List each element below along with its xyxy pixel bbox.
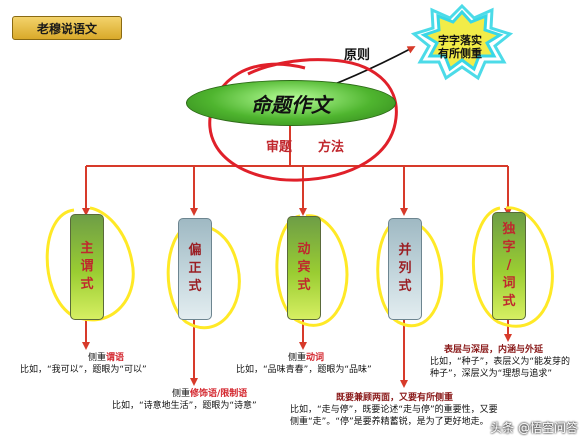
yellow-loop-4 (376, 218, 444, 328)
branch-char: 式 (80, 277, 94, 292)
branch-char: 式 (502, 294, 516, 309)
note2-prefix: 侧重 (172, 389, 191, 399)
branch-bar-duzi: 独字 / 词式 (492, 212, 526, 320)
central-topic: 命题作文 (186, 80, 396, 126)
note5-line1: 表层与深层，内涵与外延 (444, 345, 544, 355)
branch-char: 词 (502, 276, 516, 291)
branch-char: 独 (502, 222, 516, 237)
principle-star-text: 字字落实 有所侧重 (428, 34, 492, 60)
note3-prefix: 侧重 (288, 353, 307, 363)
yellow-loop-3 (275, 214, 349, 327)
branch-char: 式 (297, 278, 311, 293)
star-line-1: 字字落实 (438, 34, 482, 47)
note-binglie: 既要兼顾两面，又要有所侧重 比如，“走与停”，既要论述“走与停”的重要性，又要 … (290, 392, 498, 428)
note1-example: 比如，“我可以”，题眼为“可以” (20, 365, 147, 375)
branch-char: 主 (80, 241, 94, 256)
note-duzi: 表层与深层，内涵与外延 比如，“种子”，表层义为“能发芽的 种子”，深层义为“理… (430, 344, 570, 380)
branch-char: 动 (297, 242, 311, 257)
note-pianzheng: 侧重修饰语/限制语 比如，“诗意地生活”，题眼为“诗意” (112, 388, 257, 412)
yellow-loop-2 (166, 224, 241, 330)
star-shape (420, 9, 504, 72)
branch-char: 正 (188, 261, 202, 276)
branch-bar-pianzheng: 偏正式 (178, 218, 212, 320)
note3-key: 动词 (306, 353, 325, 363)
note4-line1: 既要兼顾两面，又要有所侧重 (336, 393, 454, 403)
branch-char: 偏 (188, 243, 202, 258)
note4-line3: 侧重“走”。“停”是要养精蓄锐，是为了更好地走。 (290, 417, 489, 427)
principle-label: 原则 (344, 48, 371, 63)
label-shenti: 审题 (266, 140, 293, 155)
yellow-loop-1 (45, 206, 135, 322)
note-dongbin: 侧重动词 比如，“品味青春”，题眼为“品味” (236, 352, 372, 376)
branch-char: / (506, 258, 512, 273)
logo-badge: 老穆说语文 (12, 16, 122, 40)
branch-char: 并 (398, 243, 412, 258)
branch-char: 列 (398, 261, 412, 276)
note2-example: 比如，“诗意地生活”，题眼为“诗意” (112, 401, 257, 411)
note1-key: 谓语 (106, 353, 125, 363)
principle-arrow (329, 46, 416, 87)
branch-char: 字 (502, 240, 516, 255)
label-fangfa: 方法 (318, 140, 345, 155)
note2-key: 修饰语/限制语 (190, 389, 248, 399)
star-line-2: 有所侧重 (438, 47, 482, 60)
note3-example: 比如，“品味青春”，题眼为“品味” (236, 365, 372, 375)
yellow-loop-5 (471, 206, 554, 328)
branch-char: 谓 (80, 259, 94, 274)
note5-line2: 比如，“种子”，表层义为“能发芽的 (430, 357, 570, 367)
note1-prefix: 侧重 (88, 353, 107, 363)
branch-char: 式 (188, 279, 202, 294)
note5-line3: 种子”，深层义为“理想与追求” (430, 369, 552, 379)
note4-line2: 比如，“走与停”，既要论述“走与停”的重要性，又要 (290, 405, 498, 415)
note-zhuwei: 侧重谓语 比如，“我可以”，题眼为“可以” (20, 352, 147, 376)
branch-bar-zhuwei: 主谓式 (70, 214, 104, 320)
branch-char: 宾 (297, 260, 311, 275)
branch-char: 式 (398, 279, 412, 294)
branch-bar-dongbin: 动宾式 (287, 216, 321, 320)
watermark: 头条 @悟空问答 (490, 421, 578, 435)
branch-bar-binglie: 并列式 (388, 218, 422, 320)
